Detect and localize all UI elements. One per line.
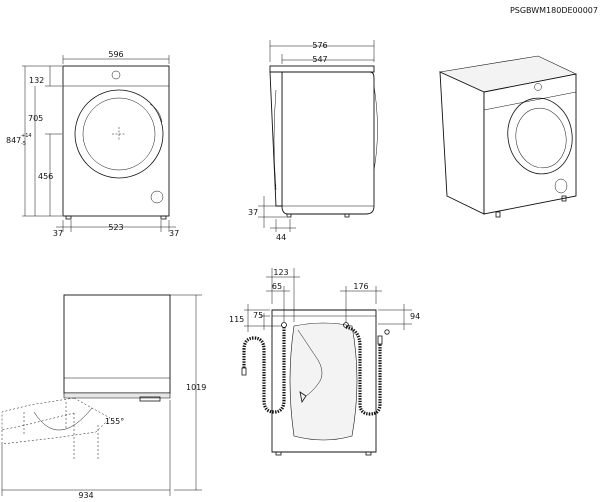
dim-front-tolerance-plus: +14 (21, 133, 32, 139)
side-view: 576 547 37 44 (248, 40, 378, 242)
rear-view: 123 65 176 115 75 94 (229, 268, 420, 456)
dim-rear-drain-offset: 176 (353, 282, 368, 291)
front-view: 596 132 705 847 +14 -5 456 37 523 37 (6, 50, 179, 238)
dim-front-total-height: 847 (6, 136, 21, 145)
top-view-door-open: 155° 934 1019 (1, 294, 206, 500)
isometric-view (438, 55, 577, 218)
dim-rear-drain-height: 94 (410, 312, 420, 321)
dim-depth-door-open: 934 (78, 491, 93, 500)
dim-side-foot-offset: 44 (276, 233, 286, 242)
dim-front-door-center: 456 (38, 172, 53, 181)
door-angle-label: 155° (105, 417, 124, 426)
dim-front-body-height: 705 (28, 114, 43, 123)
dim-rear-inlet-offset: 123 (273, 268, 288, 277)
document-code: PSGBWM180DE00007 (510, 6, 598, 15)
dim-front-width: 596 (108, 50, 123, 59)
dim-rear-inlet-inner: 65 (272, 282, 282, 291)
dim-rear-inlet-height-inner: 75 (253, 311, 263, 320)
dim-total-height-door: 1019 (186, 383, 206, 392)
dim-front-foot-span: 523 (108, 223, 123, 232)
dim-front-top-panel: 132 (29, 76, 44, 85)
dim-front-foot-right: 37 (169, 229, 179, 238)
dim-side-total-depth: 576 (312, 41, 327, 50)
dim-side-body-depth: 547 (312, 55, 327, 64)
dim-front-tolerance-minus: -5 (21, 141, 26, 147)
dim-front-foot-left: 37 (53, 229, 63, 238)
dim-side-foot-height: 37 (248, 208, 258, 217)
dim-rear-inlet-height-outer: 115 (229, 315, 244, 324)
